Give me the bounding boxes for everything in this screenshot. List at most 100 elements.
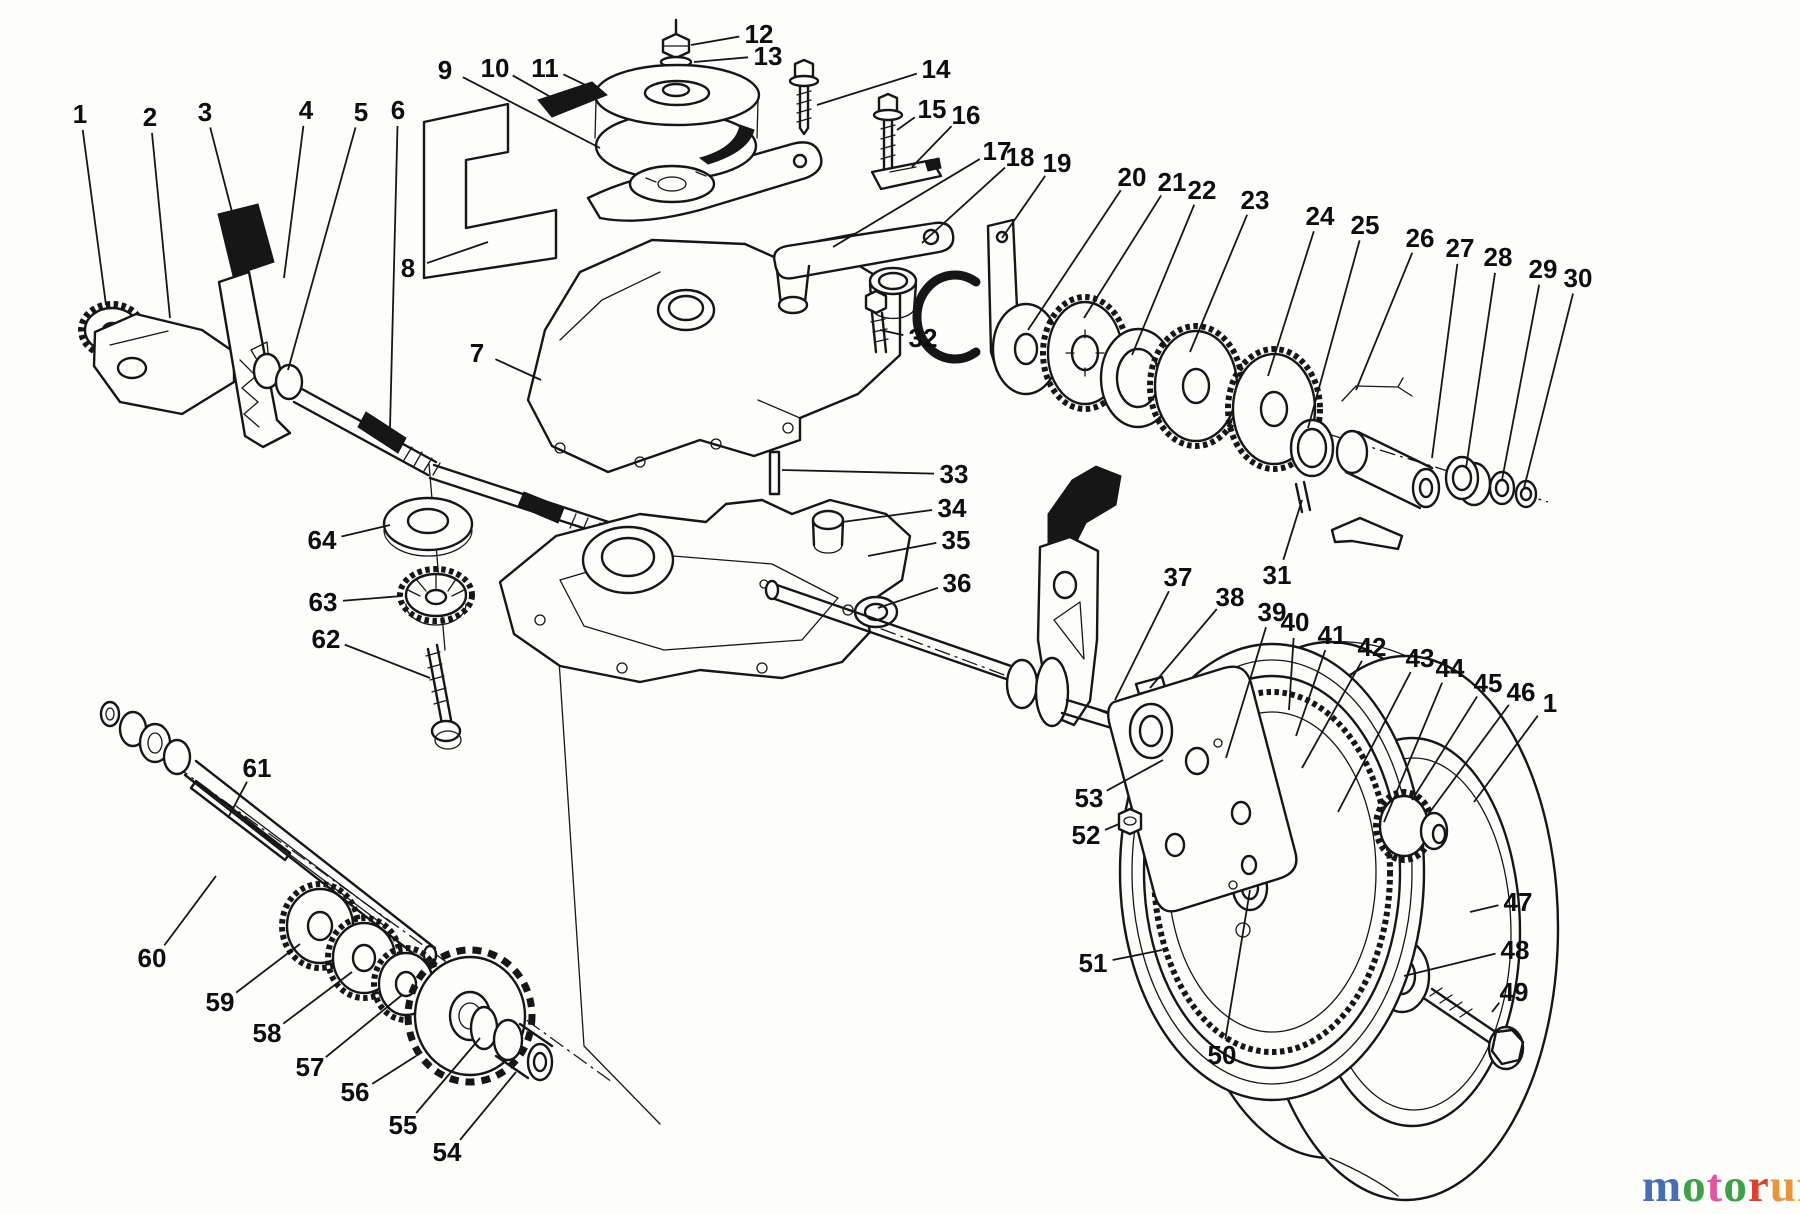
part-callout-61: 61 [243, 753, 272, 783]
part-callout-6: 6 [391, 95, 405, 125]
callout-leader-37 [1114, 590, 1170, 701]
watermark-logo: motoruf.de [1642, 1160, 1800, 1212]
part-callout-45: 45 [1474, 668, 1503, 698]
callout-leader-9 [462, 76, 601, 149]
callout-leader-10 [512, 74, 557, 101]
part-callout-4: 4 [299, 95, 314, 125]
part-callout-21: 21 [1158, 167, 1187, 197]
callout-leader-16 [911, 125, 953, 168]
part-callout-48: 48 [1501, 935, 1530, 965]
part-callout-57: 57 [296, 1052, 325, 1082]
part-callout-15: 15 [918, 94, 947, 124]
callout-leader-20 [1027, 189, 1122, 331]
watermark-letter: r [1748, 1160, 1770, 1212]
callout-leader-50 [1224, 889, 1251, 1040]
callout-leader-15 [896, 116, 916, 131]
callout-leader-18 [921, 166, 1006, 244]
callout-leader-39 [1225, 626, 1267, 759]
part-callout-42: 42 [1358, 632, 1387, 662]
countershaft-assembly [99, 700, 554, 1086]
part-callout-59: 59 [206, 987, 235, 1017]
callout-leader-63 [342, 595, 403, 602]
part-callout-58: 58 [253, 1018, 282, 1048]
part-callout-37: 37 [1164, 562, 1193, 592]
callout-leader-28 [1465, 272, 1496, 469]
input-shaft-assembly [78, 203, 630, 545]
part-callout-50: 50 [1208, 1040, 1237, 1070]
callout-leader-26 [1355, 252, 1414, 391]
part-callout-32: 32 [909, 323, 938, 353]
watermark-letter: o [1682, 1160, 1707, 1212]
callout-leader-58 [282, 971, 353, 1025]
callout-leader-48 [1403, 952, 1496, 977]
part-callout-64: 64 [308, 525, 337, 555]
callout-leader-57 [325, 994, 403, 1058]
callout-leader-61 [227, 781, 248, 819]
part-callout-38: 38 [1216, 582, 1245, 612]
part-callout-27: 27 [1446, 233, 1475, 263]
part-callout-30: 30 [1564, 263, 1593, 293]
callout-leader-24 [1267, 230, 1315, 377]
callout-leader-35 [867, 541, 937, 557]
part-callout-16: 16 [952, 100, 981, 130]
part-callout-2: 2 [143, 102, 157, 132]
callout-leader-12 [690, 35, 740, 46]
callout-leader-7 [495, 358, 542, 381]
part-callout-60: 60 [138, 943, 167, 973]
part-callout-63: 63 [309, 587, 338, 617]
callout-leader-52 [1104, 823, 1120, 831]
part-callout-28: 28 [1484, 242, 1513, 272]
part-callout-52: 52 [1072, 820, 1101, 850]
part-callout-54: 54 [433, 1137, 462, 1167]
watermark-letter: t [1707, 1160, 1724, 1212]
part-callout-23: 23 [1241, 185, 1270, 215]
part-callout-19: 19 [1043, 148, 1072, 178]
callout-leader-21 [1083, 194, 1162, 319]
callout-leader-38 [1149, 608, 1218, 689]
callout-leader-36 [877, 586, 939, 609]
callout-leader-22 [1131, 204, 1196, 356]
part-callout-11: 11 [531, 53, 559, 83]
callout-leader-5 [287, 127, 357, 371]
callout-leader-2 [151, 132, 171, 319]
part-callout-7: 7 [470, 338, 484, 368]
callout-leader-8 [426, 241, 489, 264]
callout-leader-42 [1301, 660, 1363, 769]
callout-leader-64 [341, 524, 391, 538]
watermark-letter: m [1642, 1160, 1682, 1212]
part-callout-44: 44 [1436, 653, 1465, 683]
callout-leader-60 [163, 875, 217, 946]
callout-leader-43 [1337, 671, 1412, 813]
callout-leader-33 [781, 469, 935, 475]
part-callout-39: 39 [1258, 597, 1287, 627]
callout-leader-1 [1473, 715, 1539, 803]
callout-leader-44 [1383, 682, 1443, 823]
pinion-gear [1373, 789, 1449, 863]
part-callout-56: 56 [341, 1077, 370, 1107]
part-callout-14: 14 [922, 54, 951, 84]
part-callout-35: 35 [942, 525, 971, 555]
callout-leader-45 [1411, 695, 1478, 801]
part-callout-3: 3 [198, 97, 212, 127]
part-callout-1: 1 [1543, 688, 1557, 718]
part-callout-49: 49 [1500, 977, 1529, 1007]
part-callout-10: 10 [481, 53, 510, 83]
part-callout-9: 9 [438, 55, 452, 85]
callout-leader-32 [879, 329, 904, 336]
watermark-letter: f [1797, 1160, 1800, 1212]
callout-leader-25 [1307, 240, 1361, 429]
bearing-and-bevel-gear [382, 496, 475, 750]
part-callout-51: 51 [1079, 948, 1108, 978]
part-callout-40: 40 [1281, 607, 1310, 637]
callout-leader-56 [371, 1055, 417, 1085]
callout-leader-14 [816, 72, 918, 106]
gear-case-upper [526, 238, 918, 474]
callout-leader-53 [1106, 759, 1164, 792]
part-callout-31: 31 [1263, 560, 1292, 590]
part-callout-41: 41 [1318, 620, 1347, 650]
callout-leader-6 [389, 125, 399, 429]
part-callout-29: 29 [1529, 254, 1558, 284]
callout-leader-59 [235, 943, 301, 994]
